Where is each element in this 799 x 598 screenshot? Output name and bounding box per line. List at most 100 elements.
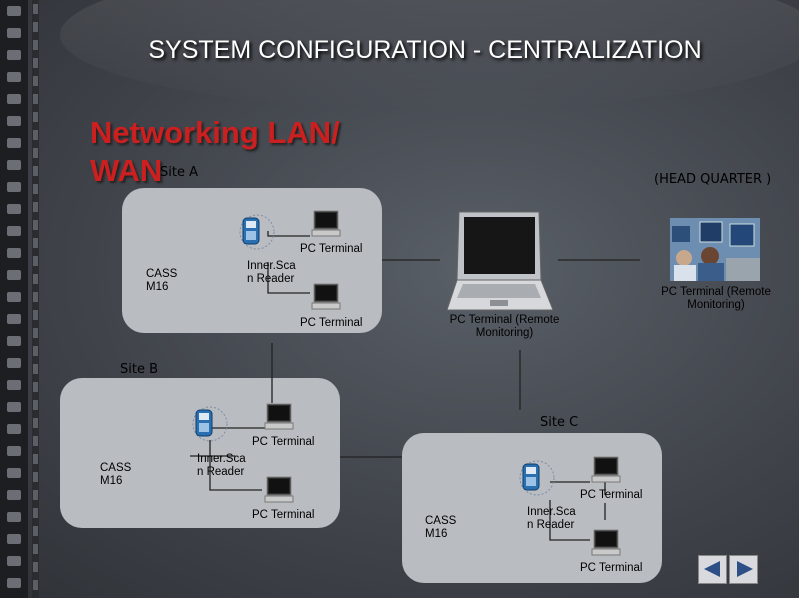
film-hole <box>33 508 38 518</box>
film-hole <box>7 314 21 324</box>
film-hole <box>7 160 21 170</box>
laptop-icon <box>446 211 554 311</box>
link-c-bottom <box>549 500 590 541</box>
site-b-pc1: PC Terminal <box>252 436 315 448</box>
film-hole <box>33 130 38 140</box>
link-a-bottom <box>267 262 310 294</box>
film-hole <box>7 380 21 390</box>
pc-terminal-icon <box>311 210 341 237</box>
film-hole <box>33 454 38 464</box>
film-hole <box>33 112 38 122</box>
film-hole <box>33 382 38 392</box>
site-b-reader: Inner.Sca n Reader <box>197 453 246 478</box>
film-hole <box>33 490 38 500</box>
film-hole <box>33 310 38 320</box>
pc-terminal-icon <box>311 283 341 310</box>
film-hole <box>7 402 21 412</box>
film-hole <box>33 328 38 338</box>
site-a-pc2: PC Terminal <box>300 317 363 329</box>
film-hole <box>7 6 21 16</box>
hq-label: (HEAD QUARTER ) <box>654 172 772 187</box>
fingerprint-scanner-icon <box>239 214 275 250</box>
fingerprint-scanner-icon <box>192 406 228 442</box>
film-hole <box>33 274 38 284</box>
fingerprint-scanner-icon <box>519 460 555 496</box>
film-hole <box>33 364 38 374</box>
film-hole <box>33 400 38 410</box>
site-a-label: Site A <box>160 165 198 180</box>
film-hole <box>33 436 38 446</box>
film-hole <box>7 424 21 434</box>
film-hole <box>33 148 38 158</box>
film-hole <box>7 28 21 38</box>
pc-terminal-icon <box>264 403 294 430</box>
film-strip-decoration <box>0 0 28 598</box>
film-hole <box>33 4 38 14</box>
site-b-label: Site B <box>120 362 159 377</box>
film-hole <box>33 94 38 104</box>
photo-label: PC Terminal (Remote Monitoring) <box>661 286 771 311</box>
film-hole <box>7 490 21 500</box>
film-hole <box>7 50 21 60</box>
site-c-reader: Inner.Sca n Reader <box>527 506 576 531</box>
film-hole <box>7 358 21 368</box>
film-hole <box>7 270 21 280</box>
film-hole <box>7 248 21 258</box>
link-b-bottom <box>209 440 262 491</box>
film-hole <box>33 22 38 32</box>
film-hole <box>7 116 21 126</box>
film-hole <box>7 556 21 566</box>
film-hole <box>33 58 38 68</box>
pc-terminal-icon <box>591 456 621 483</box>
film-hole <box>33 256 38 266</box>
site-b-panel <box>60 378 340 528</box>
film-hole <box>33 202 38 212</box>
pc-terminal-icon <box>591 529 621 556</box>
film-hole <box>33 526 38 536</box>
site-c-cass: CASS M16 <box>425 515 457 540</box>
film-hole <box>33 76 38 86</box>
film-hole <box>7 512 21 522</box>
slide-title: SYSTEM CONFIGURATION - CENTRALIZATION <box>148 36 702 64</box>
film-hole <box>33 166 38 176</box>
film-hole <box>33 220 38 230</box>
site-c-pc1: PC Terminal <box>580 489 643 501</box>
film-hole <box>7 94 21 104</box>
film-hole <box>33 472 38 482</box>
section-heading: Networking LAN/ WAN <box>90 115 340 188</box>
next-arrow-icon <box>737 561 753 577</box>
site-b-cass: CASS M16 <box>100 462 132 487</box>
link-c-top <box>550 481 606 495</box>
prev-button[interactable] <box>698 555 727 584</box>
next-button[interactable] <box>729 555 758 584</box>
film-hole <box>7 292 21 302</box>
site-c-label: Site C <box>540 415 579 430</box>
film-hole <box>7 204 21 214</box>
laptop-label: PC Terminal (Remote Monitoring) <box>449 314 560 339</box>
film-hole <box>7 138 21 148</box>
film-hole <box>33 562 38 572</box>
film-hole <box>7 468 21 478</box>
film-hole <box>33 40 38 50</box>
film-hole <box>7 578 21 588</box>
film-hole <box>33 292 38 302</box>
link-a-top <box>267 231 310 237</box>
site-c-pc2: PC Terminal <box>580 562 643 574</box>
film-strip-decoration-inner <box>32 0 39 598</box>
film-hole <box>33 580 38 590</box>
site-a-reader: Inner.Sca n Reader <box>247 260 296 285</box>
film-hole <box>7 336 21 346</box>
film-hole <box>33 184 38 194</box>
film-hole <box>33 346 38 356</box>
film-hole <box>33 418 38 428</box>
film-hole <box>33 238 38 248</box>
film-hole <box>7 226 21 236</box>
film-hole <box>7 182 21 192</box>
site-a-pc1: PC Terminal <box>300 243 363 255</box>
monitoring-room-photo <box>670 218 760 281</box>
film-hole <box>33 544 38 554</box>
prev-arrow-icon <box>704 561 720 577</box>
film-hole <box>7 534 21 544</box>
site-a-cass: CASS M16 <box>146 268 178 293</box>
